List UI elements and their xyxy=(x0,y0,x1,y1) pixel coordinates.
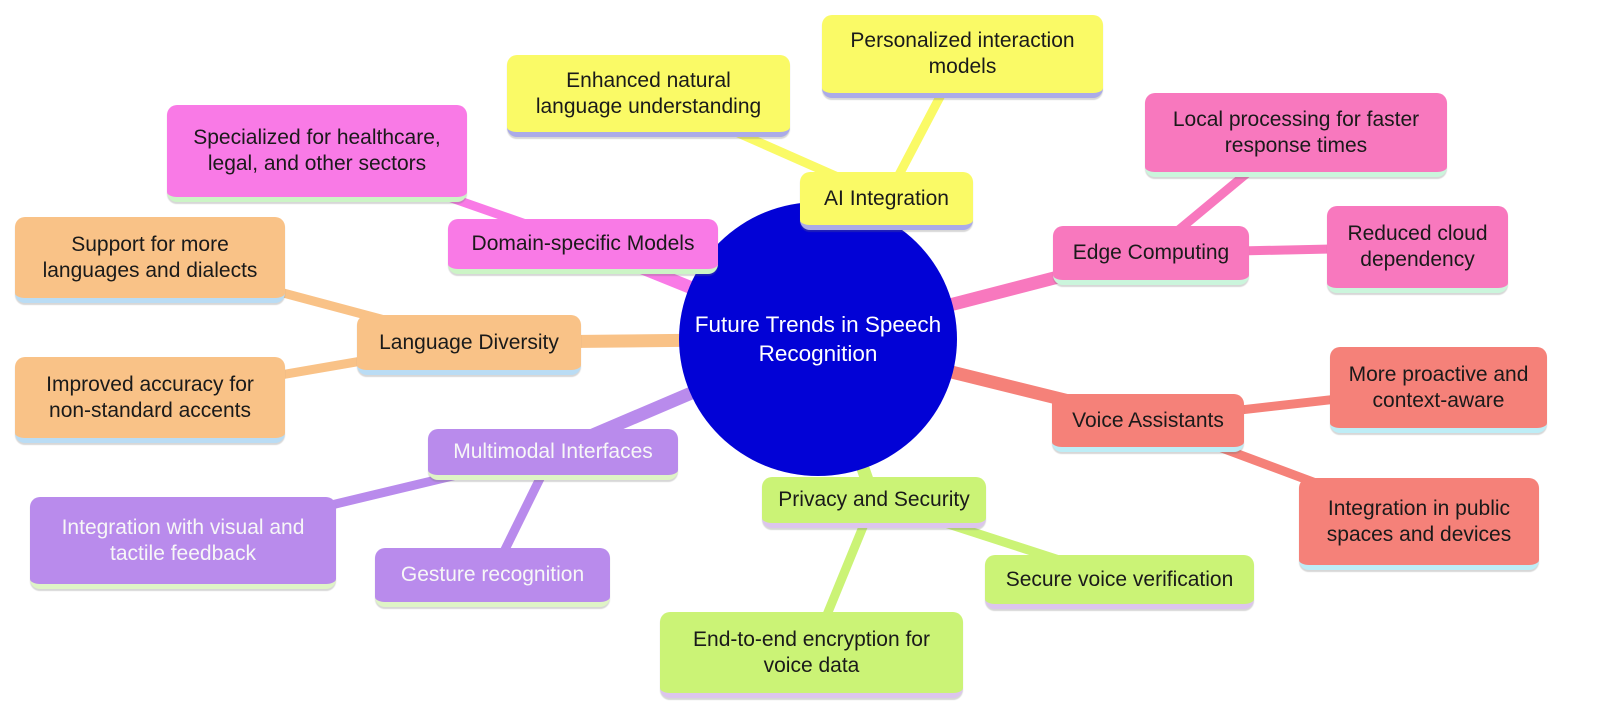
child-node-support-for-more-languages-and-dialects: Support for more languages and dialects xyxy=(15,217,285,303)
branch-node-domain-specific-models: Domain-specific Models xyxy=(448,219,718,274)
child-node-gesture-recognition: Gesture recognition xyxy=(375,548,610,607)
child-node-reduced-cloud-dependency: Reduced cloud dependency xyxy=(1327,206,1508,293)
child-node-integration-in-public-spaces-and-devices: Integration in public spaces and devices xyxy=(1299,478,1539,570)
child-node-improved-accuracy-for-non-standard-accents: Improved accuracy for non-standard accen… xyxy=(15,357,285,443)
branch-node-multimodal-interfaces: Multimodal Interfaces xyxy=(428,429,678,480)
child-node-local-processing-for-faster-response-times: Local processing for faster response tim… xyxy=(1145,93,1447,177)
child-node-end-to-end-encryption-for-voice-data: End-to-end encryption for voice data xyxy=(660,612,963,698)
child-node-integration-with-visual-and-tactile-feedback: Integration with visual and tactile feed… xyxy=(30,497,336,589)
mindmap-root-node: Future Trends in Speech Recognition xyxy=(679,202,957,476)
branch-node-edge-computing: Edge Computing xyxy=(1053,226,1249,285)
branch-node-privacy-and-security: Privacy and Security xyxy=(762,477,986,528)
child-node-more-proactive-and-context-aware: More proactive and context-aware xyxy=(1330,347,1547,433)
child-node-enhanced-natural-language-understanding: Enhanced natural language understanding xyxy=(507,55,790,137)
child-node-specialized-for-healthcare-legal-and-other-sectors: Specialized for healthcare, legal, and o… xyxy=(167,105,467,202)
branch-node-voice-assistants: Voice Assistants xyxy=(1052,394,1244,452)
child-node-secure-voice-verification: Secure voice verification xyxy=(985,555,1254,609)
branch-node-ai-integration: AI Integration xyxy=(800,172,973,230)
child-node-personalized-interaction-models: Personalized interaction models xyxy=(822,15,1103,98)
branch-node-language-diversity: Language Diversity xyxy=(357,315,581,375)
